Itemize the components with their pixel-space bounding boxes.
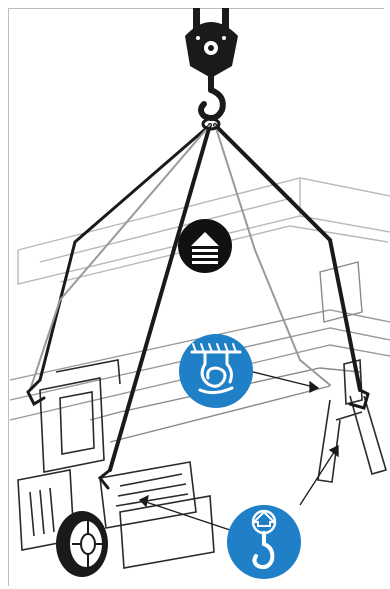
sling-hook-right [350, 390, 368, 408]
sling-front-left [110, 125, 210, 470]
sling-attachment-icon [179, 334, 253, 408]
crane-hook-icon [201, 76, 223, 129]
lift-point-icon [178, 219, 232, 273]
hook-lift-icon [227, 505, 301, 579]
lifting-slings [28, 125, 368, 488]
sling-hook-left [28, 380, 44, 404]
crane-pulley-icon [185, 8, 238, 78]
wheel [56, 511, 108, 577]
